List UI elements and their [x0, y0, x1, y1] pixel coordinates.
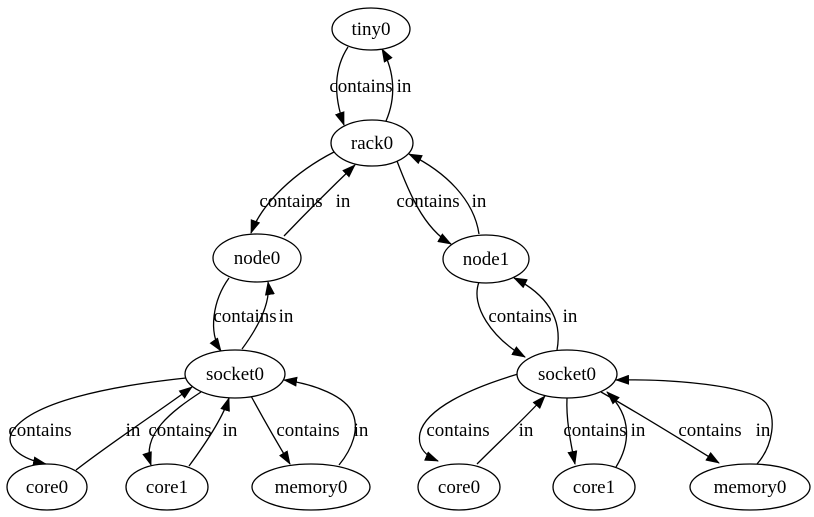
edge-contains-socket0-left-to-core1-left [142, 391, 202, 466]
node-label-memory0-right: memory0 [714, 477, 787, 498]
node-label-node0: node0 [234, 248, 280, 269]
edge-label-socket0-left-to-node0: in [279, 306, 294, 327]
edge-in-rack0-to-tiny0 [381, 48, 394, 122]
edge-label-memory0-left-to-socket0-left: in [354, 420, 369, 441]
node-ellipse-core1-left [125, 463, 209, 511]
node-ellipse-tiny0 [331, 7, 411, 51]
node-ellipse-socket0-right [516, 349, 618, 399]
edge-label-socket0-right-to-node1: in [563, 306, 578, 327]
edge-label-memory0-right-to-socket0-right: in [756, 420, 771, 441]
edge-label-rack0-to-tiny0: in [397, 76, 412, 97]
edge-label-tiny0-to-rack0: contains [329, 76, 392, 97]
edge-label-node0-to-socket0-left: contains [213, 306, 276, 327]
edge-label-socket0-left-to-memory0-left: contains [276, 420, 339, 441]
edge-contains-node1-to-socket0-right [476, 281, 526, 358]
edge-in-node0-to-rack0 [283, 164, 356, 237]
edge-contains-tiny0-to-rack0 [334, 46, 349, 126]
node-ellipse-memory0-right [689, 463, 811, 511]
node-ellipse-rack0 [330, 119, 414, 167]
edge-label-node1-to-rack0: in [472, 191, 487, 212]
edges-layer [9, 46, 773, 471]
edge-contains-socket0-right-to-core0-right [418, 373, 519, 462]
edge-contains-rack0-to-node1 [396, 160, 452, 245]
node-label-socket0-right: socket0 [538, 364, 596, 385]
edge-label-core0-left-to-socket0-left: in [126, 420, 141, 441]
edge-contains-node0-to-socket0-left [209, 277, 230, 352]
edge-label-socket0-right-to-memory0-right: contains [678, 420, 741, 441]
edge-contains-socket0-right-to-core1-right [566, 397, 578, 465]
edge-label-rack0-to-node0: contains [259, 191, 322, 212]
node-label-tiny0: tiny0 [351, 19, 390, 40]
edge-contains-socket0-left-to-memory0-left [250, 395, 291, 465]
edge-label-socket0-left-to-core1-left: contains [148, 420, 211, 441]
node-label-node1: node1 [463, 249, 509, 270]
node-ellipse-core1-right [552, 463, 636, 511]
edge-label-node1-to-socket0-right: contains [488, 306, 551, 327]
node-ellipse-node1 [442, 234, 530, 284]
node-label-socket0-left: socket0 [206, 364, 264, 385]
nodes-layer: tiny0 rack0 node0 node1 socket0 socket0 core0 c… [6, 7, 811, 511]
node-label-rack0: rack0 [351, 133, 393, 154]
edge-label-node0-to-rack0: in [336, 191, 351, 212]
edge-contains-socket0-left-to-core0-left [9, 377, 187, 467]
edge-label-rack0-to-node1: contains [396, 191, 459, 212]
node-ellipse-socket0-left [184, 349, 286, 399]
node-ellipse-core0-left [6, 463, 88, 511]
edge-label-core1-left-to-socket0-left: in [223, 420, 238, 441]
edge-in-memory0-left-to-socket0-left [283, 376, 356, 466]
edge-label-core1-right-to-socket0-right: in [631, 420, 646, 441]
node-ellipse-node0 [212, 233, 302, 283]
node-ellipse-core0-right [417, 463, 501, 511]
node-label-core0-left: core0 [26, 477, 68, 498]
edge-in-node1-to-rack0 [408, 153, 480, 235]
edge-in-socket0-left-to-node0 [241, 281, 275, 350]
edge-in-socket0-right-to-node1 [513, 277, 559, 351]
edge-label-socket0-right-to-core1-right: contains [563, 420, 626, 441]
node-label-memory0-left: memory0 [275, 477, 348, 498]
edge-label-core0-right-to-socket0-right: in [519, 420, 534, 441]
node-label-core1-right: core1 [573, 477, 615, 498]
edge-label-socket0-left-to-core0-left: contains [8, 420, 71, 441]
node-label-core0-right: core0 [438, 477, 480, 498]
edge-in-core0-left-to-socket0-left [75, 386, 193, 471]
edge-in-memory0-right-to-socket0-right [615, 374, 773, 465]
edge-contains-socket0-right-to-memory0-right [600, 391, 720, 464]
edge-in-core1-left-to-socket0-left [188, 397, 230, 467]
edge-contains-rack0-to-node0 [250, 151, 335, 234]
node-ellipse-memory0-left [251, 463, 371, 511]
edge-in-core0-right-to-socket0-right [476, 395, 546, 465]
node-label-core1-left: core1 [146, 477, 188, 498]
edge-label-socket0-right-to-core0-right: contains [426, 420, 489, 441]
